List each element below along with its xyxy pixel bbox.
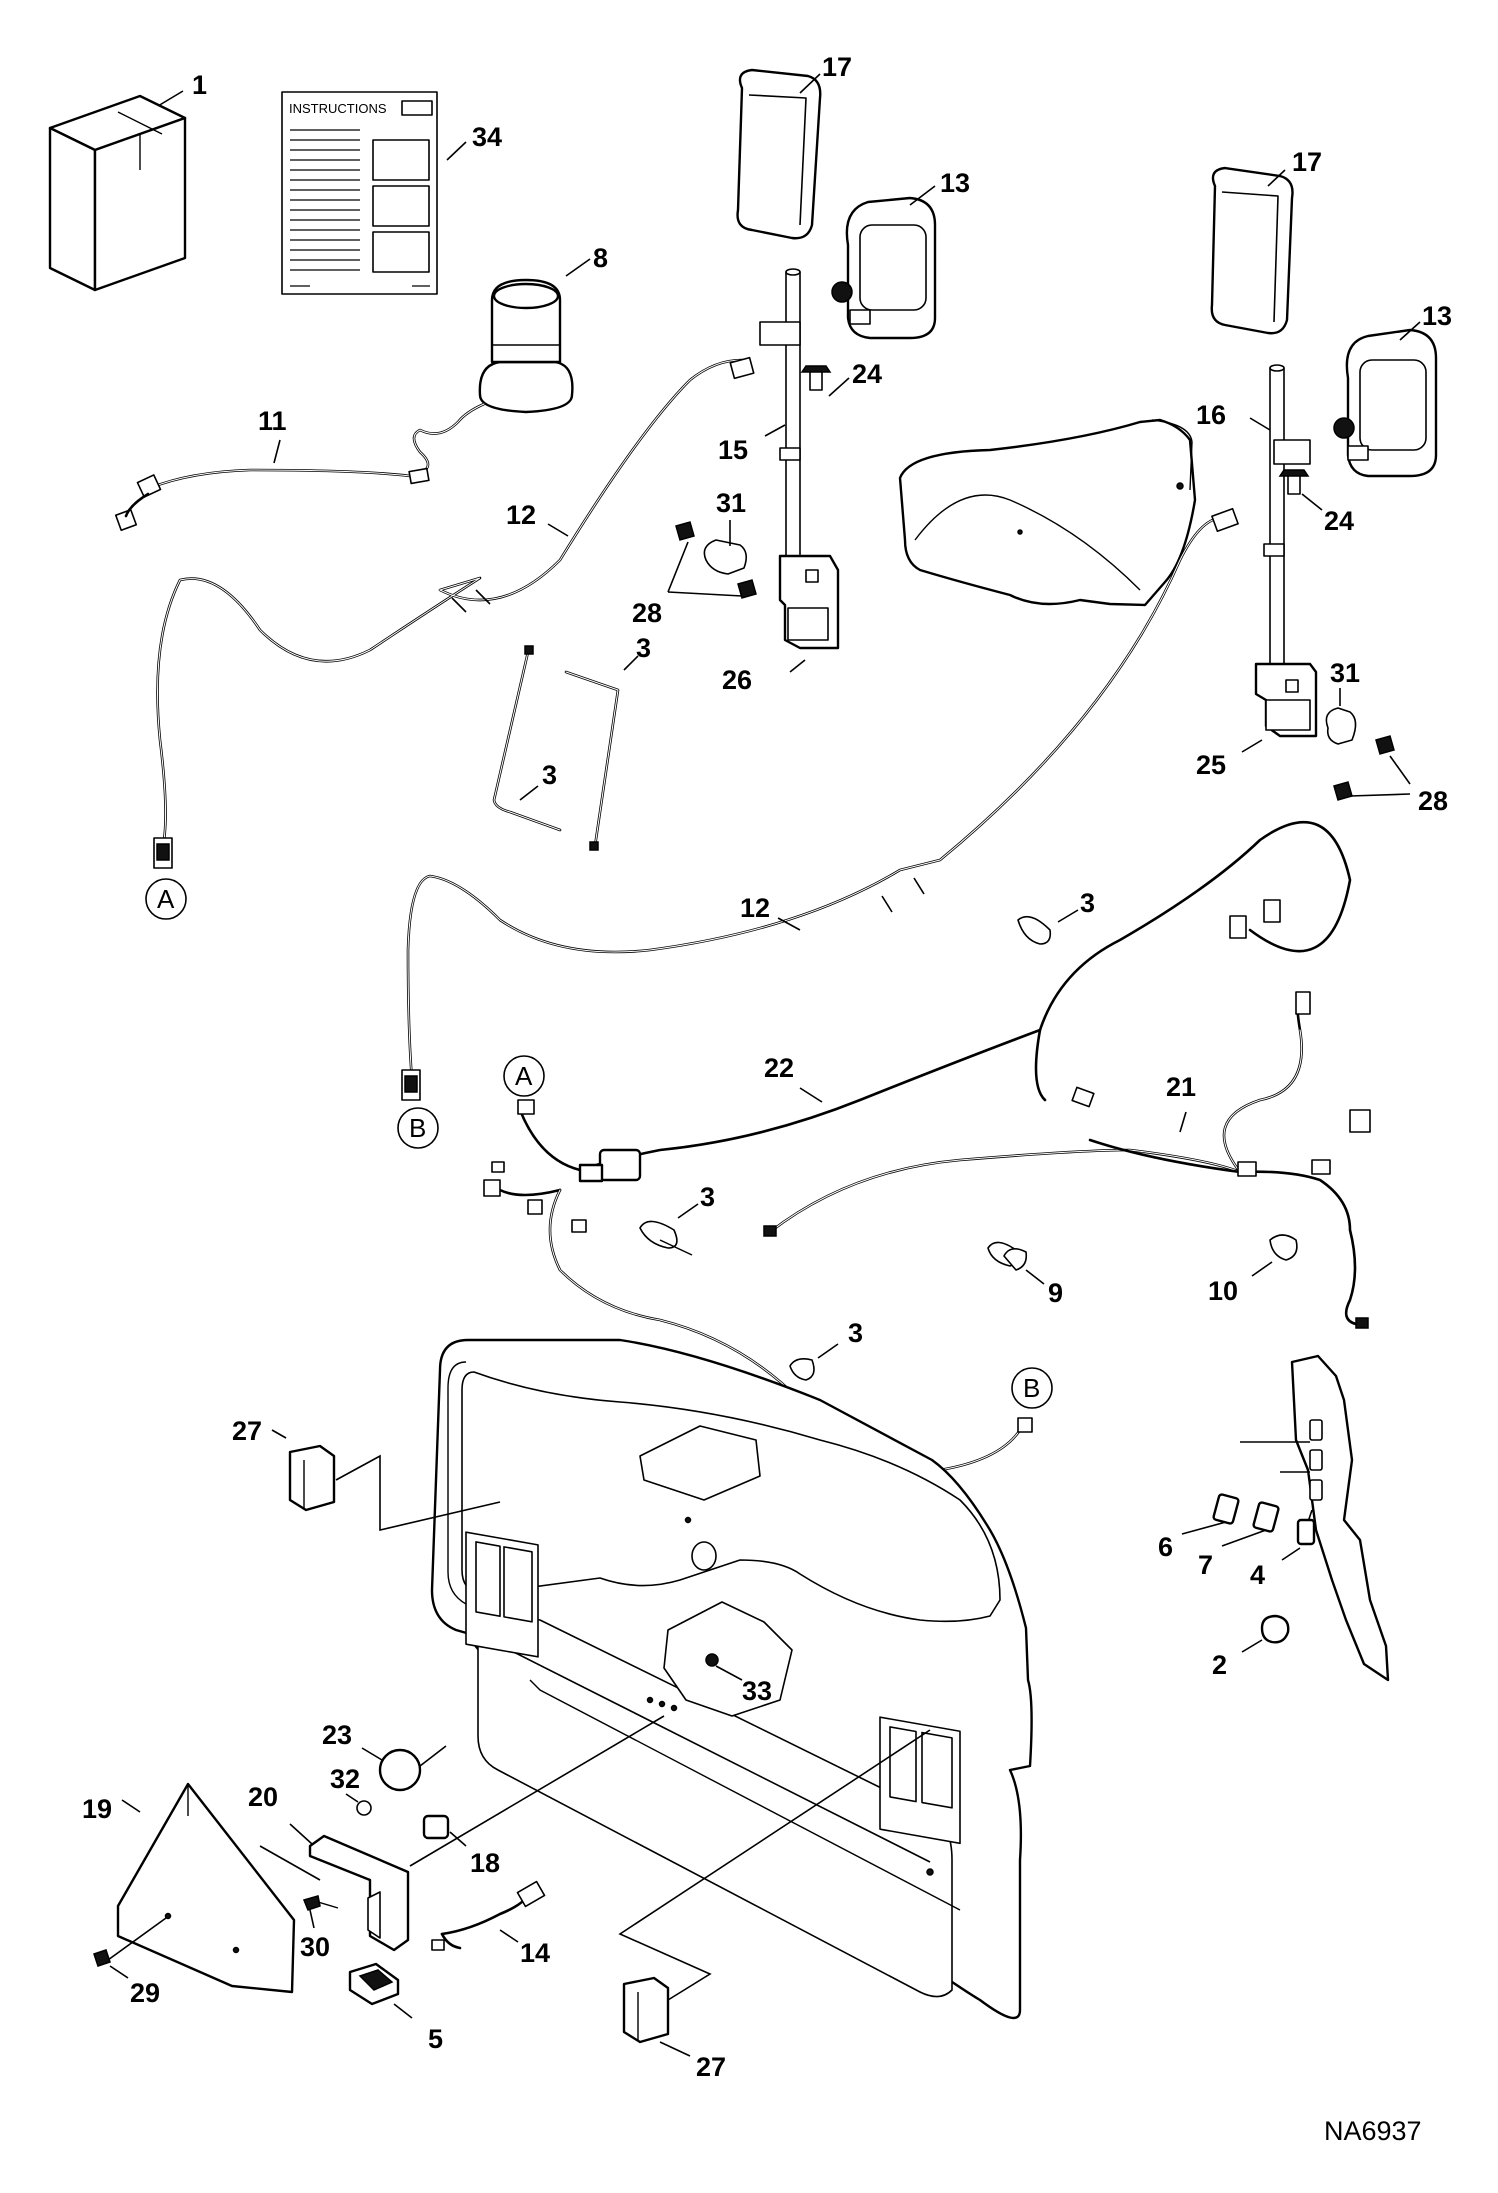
switch-recess-left [465,1531,539,1658]
spacer-18 [422,1814,450,1840]
callout-10: 10 [1208,1276,1238,1306]
cable-tie-pair [492,645,620,851]
callout-23: 23 [322,1720,352,1750]
callout-27a: 27 [232,1416,262,1446]
light-post-left [759,268,840,650]
callout-12a: 12 [506,500,536,530]
grommet-3 [789,1358,815,1381]
screw-29 [93,1949,111,1967]
switch-recess-right [879,1716,961,1845]
light-harness-left [153,356,755,869]
callout-25: 25 [1196,750,1226,780]
instructions-title: INSTRUCTIONS [289,101,387,116]
clip-10 [1269,1234,1298,1261]
instructions-sheet: INSTRUCTIONS [281,91,438,295]
callout-11: 11 [258,406,287,436]
callout-34: 34 [472,122,502,152]
switch-bracket [1290,1354,1390,1682]
callout-3c: 3 [1080,888,1095,918]
carton-box [48,94,187,292]
switch-harness [763,991,1371,1329]
callout-21: 21 [1166,1072,1196,1102]
callout-8: 8 [593,243,608,273]
callout-3d: 3 [700,1182,715,1212]
callout-16: 16 [1196,400,1226,430]
callout-31a: 31 [716,488,746,518]
callout-18: 18 [470,1848,500,1878]
mount-plate-20 [308,1834,410,1952]
callout-24b: 24 [1324,506,1354,536]
callout-31b: 31 [1330,658,1360,688]
callout-5: 5 [428,2024,443,2054]
sms-triangle [116,1782,296,1994]
connector-a-circle-upper [145,878,187,920]
connector-a-circle-lower [503,1055,545,1097]
connector-b-right: B [1023,1373,1040,1403]
mirror-left [736,68,822,240]
lamp-5 [348,1962,400,2006]
callout-13b: 13 [1422,301,1452,331]
beacon-light [478,278,574,414]
drawing-code: NA6937 [1324,2116,1422,2146]
harness-14 [431,1880,546,1951]
callout-32: 32 [330,1764,360,1794]
switch-4 [1296,1518,1316,1546]
switch-6 [1212,1493,1240,1525]
callout-20: 20 [248,1782,278,1812]
work-light-right [1333,328,1438,478]
callout-7: 7 [1198,1550,1213,1580]
connector-b-circle-right [1011,1367,1053,1409]
callout-28b: 28 [1418,786,1448,816]
clamp-31-right [1325,707,1395,801]
callout-12b: 12 [740,893,770,923]
callout-9: 9 [1048,1278,1063,1308]
light-harness-right [401,507,1239,1101]
callout-27b: 27 [696,2052,726,2082]
callout-28a: 28 [632,598,662,628]
light-post-right [1254,364,1318,738]
callout-30: 30 [300,1932,330,1962]
connector-a-upper: A [157,884,175,914]
knob-24-right [1278,469,1310,495]
callout-13a: 13 [940,168,970,198]
plug-2 [1260,1614,1290,1644]
fender-panel [898,418,1197,607]
nut-32 [356,1800,372,1816]
cap-23 [378,1748,422,1792]
callout-6: 6 [1158,1532,1173,1562]
callout-14: 14 [520,1938,550,1968]
connector-b-left: B [409,1113,426,1143]
callout-26: 26 [722,665,752,695]
callout-15: 15 [718,435,748,465]
cable-tie-mid [639,1220,693,1256]
callout-19: 19 [82,1794,112,1824]
cable-tie-upper [1017,915,1052,945]
cutaway-nut-33 [663,1601,793,1717]
callout-1: 1 [192,70,207,100]
callout-3a: 3 [636,633,651,663]
callout-4: 4 [1250,1560,1265,1590]
knob-24-left [800,365,832,391]
connector-b-circle-left [397,1107,439,1149]
callout-22: 22 [764,1053,794,1083]
clamp-31-left [675,521,757,599]
callout-17a: 17 [822,52,852,82]
switch-27-upper [288,1444,336,1512]
callout-29: 29 [130,1978,160,2008]
callout-17b: 17 [1292,147,1322,177]
mirror-right [1210,166,1294,335]
clip-9 [987,1241,1028,1271]
beacon-harness [114,402,486,532]
callout-33: 33 [742,1676,772,1706]
switch-7 [1252,1501,1280,1533]
callout-2: 2 [1212,1650,1227,1680]
work-light-left [831,196,937,340]
bolt-30 [302,1895,339,1911]
callout-3e: 3 [848,1318,863,1348]
callout-3b: 3 [542,760,557,790]
switch-27-lower [622,1976,670,2044]
callout-24a: 24 [852,359,882,389]
connector-a-lower: A [515,1061,533,1091]
